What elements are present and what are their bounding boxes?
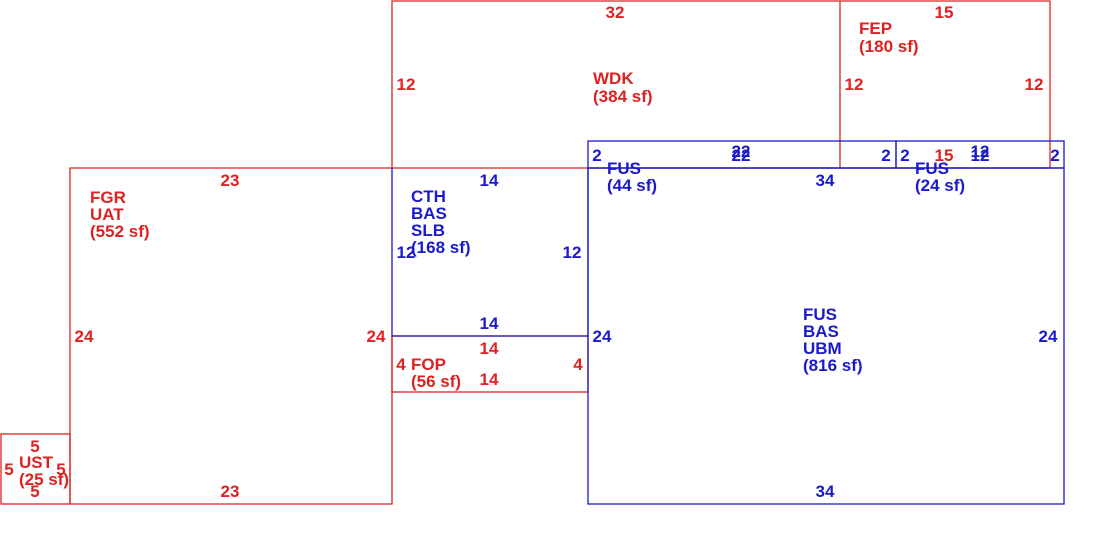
dim-fop-top: 14 <box>480 339 499 358</box>
blue-area-outlines <box>391 140 1065 505</box>
dim-fus44-bottom: 34 <box>816 171 835 190</box>
dim-fus44-top-b: 22 <box>732 146 751 165</box>
wdk-outline <box>391 0 841 168</box>
cth-label: CTH BAS SLB (168 sf) <box>411 187 471 257</box>
fgr-label: FGR UAT (552 sf) <box>90 188 150 241</box>
dim-fop-left: 4 <box>396 355 406 374</box>
ust-outline <box>0 433 71 505</box>
dim-fus44-right: 2 <box>881 146 890 165</box>
fep-outline <box>840 0 1051 168</box>
dim-ust-right: 5 <box>56 460 65 479</box>
dim-fus816-bottom: 34 <box>816 482 835 501</box>
fus-816-label: FUS BAS UBM (816 sf) <box>803 305 863 375</box>
dim-fus24-left: 2 <box>900 146 909 165</box>
dim-fgr-left: 24 <box>75 327 94 346</box>
dim-fus24-top-b: 12 <box>971 146 990 165</box>
dim-cth-right: 12 <box>563 243 582 262</box>
dim-fus44-top: 22 <box>732 142 751 161</box>
dim-cth-top: 14 <box>480 171 499 190</box>
dim-ust-top: 5 <box>30 437 39 456</box>
dim-fop-right: 4 <box>573 355 583 374</box>
dim-fgr-top: 23 <box>221 171 240 190</box>
dim-fep-right: 12 <box>1025 75 1044 94</box>
dim-fus816-left: 24 <box>593 327 612 346</box>
fop-label: FOP (56 sf) <box>411 355 461 391</box>
fus-816-outline <box>587 167 1065 505</box>
dim-fep-bottom: 15 <box>935 146 954 165</box>
dim-fus816-right: 24 <box>1039 327 1058 346</box>
wdk-label: WDK (384 sf) <box>593 69 653 106</box>
fus-24-label: FUS (24 sf) <box>915 159 965 195</box>
red-area-outlines <box>0 0 1051 505</box>
dim-fep-top: 15 <box>935 3 954 22</box>
dim-ust-left: 5 <box>4 460 13 479</box>
dim-fus24-right: 2 <box>1050 146 1059 165</box>
cth-outline <box>391 168 588 337</box>
dim-fop-bottom: 14 <box>480 370 499 389</box>
ust-label: UST (25 sf) <box>19 453 69 489</box>
dim-cth-left: 12 <box>397 243 416 262</box>
dim-fgr-bottom: 23 <box>221 482 240 501</box>
dim-fus44-left: 2 <box>592 146 601 165</box>
dim-cth-bottom: 14 <box>480 314 499 333</box>
dim-wdk-top: 32 <box>606 3 625 22</box>
dim-fus24-top: 12 <box>971 142 990 161</box>
dim-fgr-right: 24 <box>367 327 386 346</box>
fep-label: FEP (180 sf) <box>859 19 919 56</box>
fus-44-label: FUS (44 sf) <box>607 159 657 195</box>
dim-wdk-left: 12 <box>397 75 416 94</box>
dim-wdk-right: 12 <box>845 75 864 94</box>
dim-ust-bottom: 5 <box>30 482 39 501</box>
